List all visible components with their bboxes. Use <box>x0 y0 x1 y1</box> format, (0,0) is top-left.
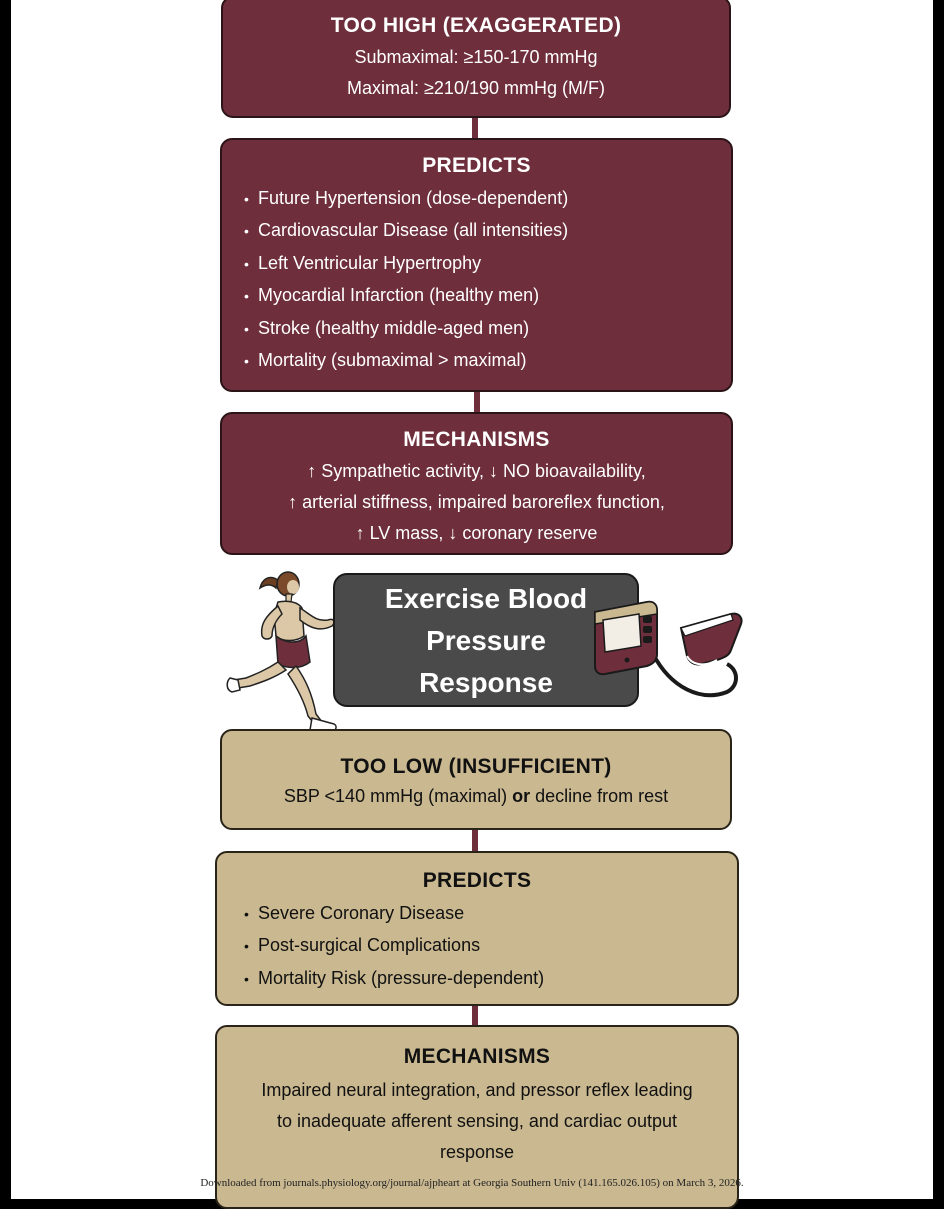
center-title-line: Exercise Blood <box>384 583 588 614</box>
connector-line <box>474 390 480 414</box>
too-low-criteria: SBP <140 mmHg (maximal) or decline from … <box>222 781 730 811</box>
runner-illustration <box>226 571 337 733</box>
list-item: Mortality (submaximal > maximal) <box>244 345 731 377</box>
list-item: Future Hypertension (dose-dependent) <box>244 183 731 215</box>
center-title-line: Pressure <box>426 625 546 656</box>
too-high-box: TOO HIGH (EXAGGERATED) Submaximal: ≥150-… <box>221 0 731 118</box>
high-predicts-box: PREDICTS Future Hypertension (dose-depen… <box>220 138 733 392</box>
too-low-box: TOO LOW (INSUFFICIENT) SBP <140 mmHg (ma… <box>220 729 732 830</box>
too-low-criteria-pre: SBP <140 mmHg (maximal) <box>283 786 513 806</box>
high-mechanisms-title: MECHANISMS <box>403 428 550 451</box>
low-predicts-list: Severe Coronary Disease Post-surgical Co… <box>244 898 737 995</box>
connector-line <box>472 1004 478 1026</box>
too-high-title: TOO HIGH (EXAGGERATED) <box>330 14 622 37</box>
list-item: Mortality Risk (pressure-dependent) <box>244 963 737 995</box>
too-low-title: TOO LOW (INSUFFICIENT) <box>340 755 612 778</box>
too-low-criteria-post: decline from rest <box>530 786 669 806</box>
low-mechanisms-line: Impaired neural integration, and pressor… <box>261 1080 693 1100</box>
high-predicts-title: PREDICTS <box>422 154 531 177</box>
connector-line <box>472 828 478 852</box>
list-item: Stroke (healthy middle-aged men) <box>244 313 731 345</box>
low-predicts-box: PREDICTS Severe Coronary Disease Post-su… <box>215 851 739 1006</box>
high-mechanisms-line: ↑ Sympathetic activity, ↓ NO bioavailabi… <box>307 461 646 481</box>
page: TOO HIGH (EXAGGERATED) Submaximal: ≥150-… <box>11 0 933 1209</box>
high-predicts-list: Future Hypertension (dose-dependent) Car… <box>244 183 731 377</box>
download-footer: Downloaded from journals.physiology.org/… <box>200 1177 744 1189</box>
too-low-criteria-or: or <box>512 786 531 806</box>
blood-pressure-monitor-illustration <box>594 600 743 698</box>
center-title-line: Response <box>419 667 553 698</box>
low-mechanisms-box: MECHANISMS Impaired neural integration, … <box>215 1025 739 1209</box>
high-mechanisms-box: MECHANISMS ↑ Sympathetic activity, ↓ NO … <box>220 412 733 555</box>
exercise-bp-response-box: Exercise Blood Pressure Response <box>333 573 639 707</box>
too-high-submaximal: Submaximal: ≥150-170 mmHg <box>354 47 598 67</box>
low-mechanisms-line: to inadequate afferent sensing, and card… <box>277 1111 677 1131</box>
high-mechanisms-line: ↑ LV mass, ↓ coronary reserve <box>355 523 598 543</box>
list-item: Post-surgical Complications <box>244 930 737 962</box>
connector-line <box>472 118 478 140</box>
too-high-maximal: Maximal: ≥210/190 mmHg (M/F) <box>347 78 605 98</box>
low-mechanisms-line: response <box>439 1142 515 1162</box>
low-predicts-title: PREDICTS <box>422 869 532 892</box>
high-mechanisms-line: ↑ arterial stiffness, impaired barorefle… <box>288 492 665 512</box>
list-item: Left Ventricular Hypertrophy <box>244 248 731 280</box>
list-item: Severe Coronary Disease <box>244 898 737 930</box>
low-mechanisms-title: MECHANISMS <box>403 1045 551 1068</box>
list-item: Myocardial Infarction (healthy men) <box>244 280 731 312</box>
list-item: Cardiovascular Disease (all intensities) <box>244 215 731 247</box>
